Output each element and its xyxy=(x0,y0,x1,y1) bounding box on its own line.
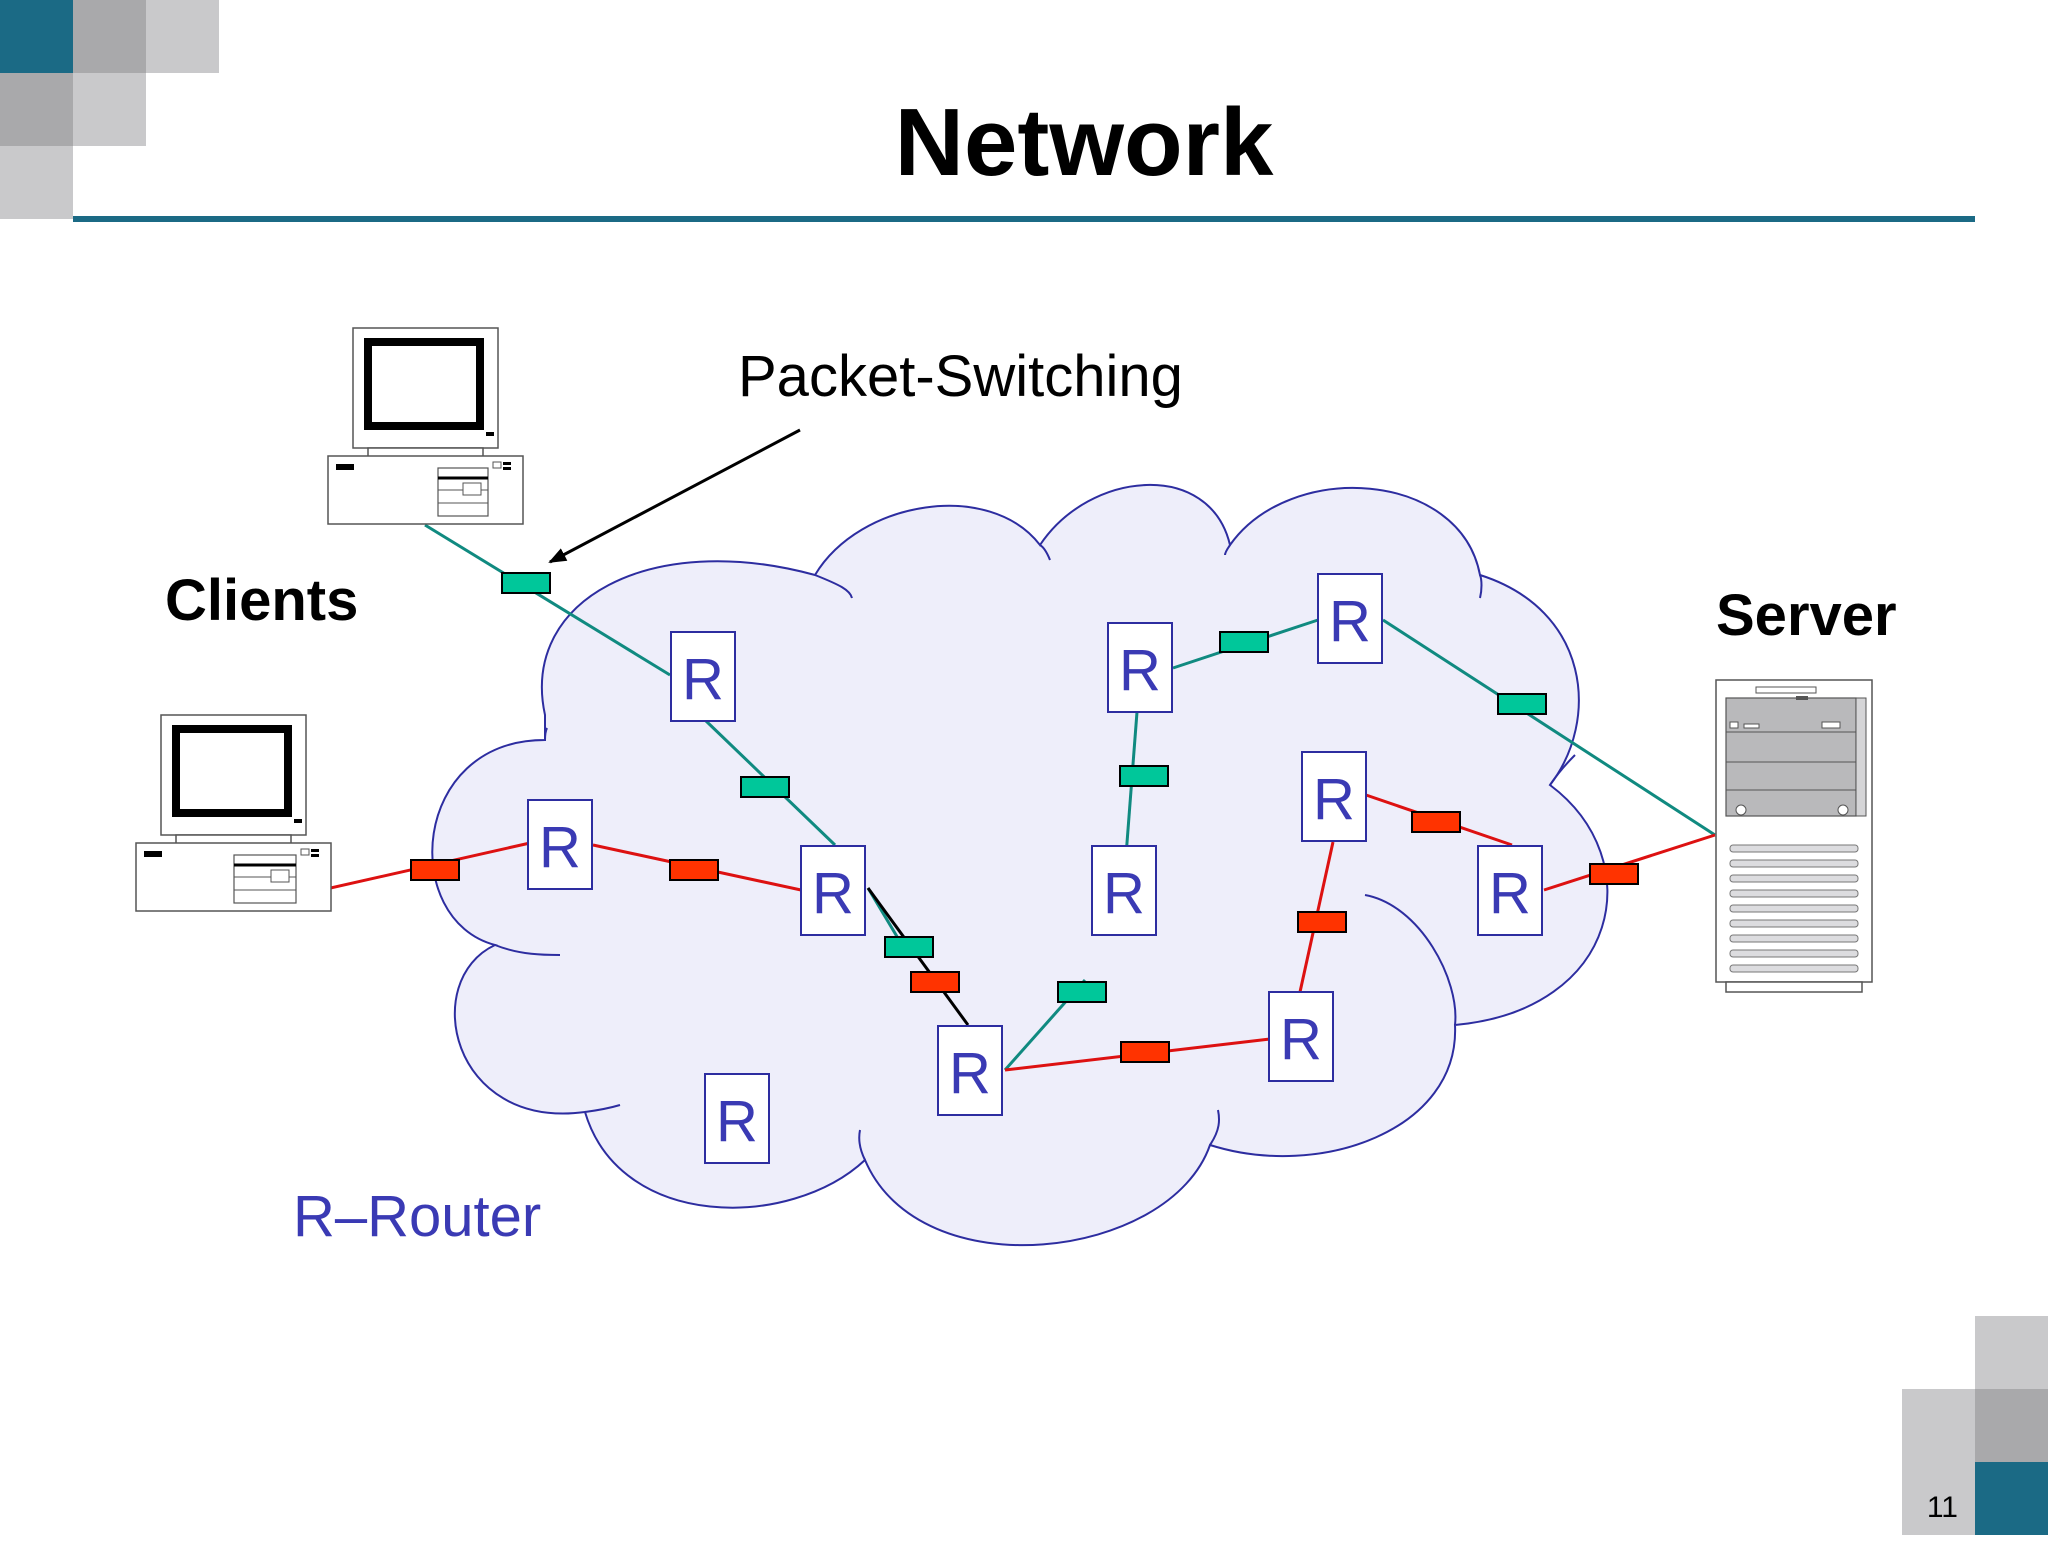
router-legend: R–Router xyxy=(293,1184,541,1249)
packet-red xyxy=(1589,863,1639,885)
tower-server-icon xyxy=(1715,679,1873,993)
packet-red xyxy=(669,859,719,881)
teal-packets xyxy=(501,572,1547,1003)
packet-teal xyxy=(1119,765,1169,787)
desktop-computer-icon xyxy=(135,714,332,912)
router-label: R xyxy=(539,815,581,880)
router-label: R xyxy=(812,861,854,926)
packet-teal xyxy=(740,776,790,798)
router-label: R xyxy=(716,1089,758,1154)
router-label: R xyxy=(1280,1007,1322,1072)
server-label: Server xyxy=(1716,583,1897,648)
router: R xyxy=(1477,845,1543,936)
packet-red xyxy=(1411,811,1461,833)
router: R xyxy=(800,845,866,936)
page-number: 11 xyxy=(1926,1491,1958,1524)
network-cloud xyxy=(431,484,1609,1246)
router-label: R xyxy=(1329,589,1371,654)
router-label: R xyxy=(682,647,724,712)
packet-teal xyxy=(501,572,551,594)
router: R xyxy=(670,631,736,722)
router-label: R xyxy=(1103,861,1145,926)
router-label: R xyxy=(949,1041,991,1106)
router: R xyxy=(937,1025,1003,1116)
packet-red xyxy=(1120,1041,1170,1063)
packet-teal xyxy=(1057,981,1107,1003)
packet-switching-label: Packet-Switching xyxy=(738,344,1183,409)
packet-red xyxy=(910,971,960,993)
router: R xyxy=(1268,991,1334,1082)
packet-teal xyxy=(884,936,934,958)
packet-red xyxy=(410,859,460,881)
router: R xyxy=(1091,845,1157,936)
routers: R R R R R R R xyxy=(527,573,1543,1164)
router: R xyxy=(1301,751,1367,842)
slide-title: Network xyxy=(894,89,1274,196)
router-label: R xyxy=(1119,638,1161,703)
router: R xyxy=(704,1073,770,1164)
annotation-arrow xyxy=(548,428,801,564)
packet-teal xyxy=(1219,631,1269,653)
packet-teal xyxy=(1497,693,1547,715)
router: R xyxy=(1317,573,1383,664)
corner-decoration-bottom-right xyxy=(1902,1316,2048,1535)
desktop-computer-icon xyxy=(327,327,524,525)
corner-decoration-top-left xyxy=(0,0,219,219)
packet-red xyxy=(1297,911,1347,933)
clients-label: Clients xyxy=(165,568,358,633)
title-underline xyxy=(73,216,1975,222)
router: R xyxy=(527,799,593,890)
router-label: R xyxy=(1489,861,1531,926)
red-packets xyxy=(410,811,1639,1063)
router: R xyxy=(1107,622,1173,713)
router-label: R xyxy=(1313,767,1355,832)
